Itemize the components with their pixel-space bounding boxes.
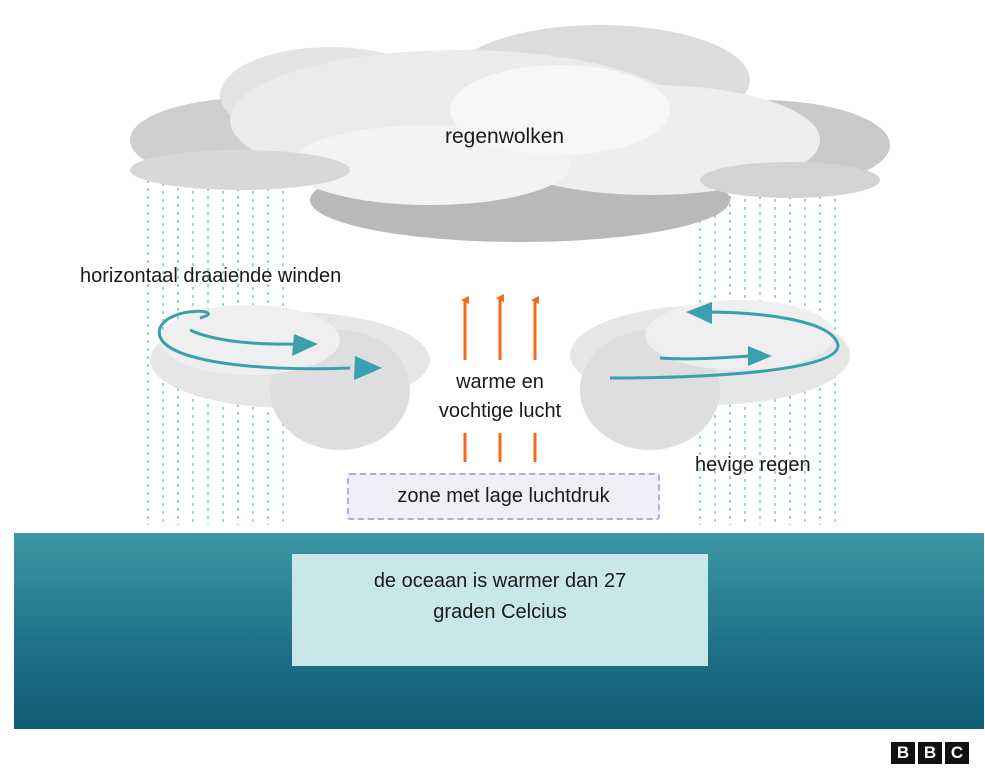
left-wind-cloud: [150, 305, 430, 450]
right-swirl-arrows: [609, 302, 840, 380]
low-pressure-zone: zone met lage luchtdruk: [347, 473, 660, 520]
warm-air-label: warme en vochtige lucht: [400, 368, 600, 426]
rain-right: [699, 175, 836, 525]
bbc-logo-letter: C: [945, 742, 969, 764]
bbc-logo-letter: B: [891, 742, 915, 764]
warm-air-arrows: [461, 294, 539, 462]
ocean-label-line2: graden Celcius: [433, 601, 567, 623]
warm-air-label-line2: vochtige lucht: [438, 400, 562, 422]
bbc-logo-letter: B: [918, 742, 942, 764]
low-pressure-label: zone met lage luchtdruk: [397, 485, 610, 507]
rain-left: [147, 175, 284, 525]
warm-air-label-line1: warme en: [456, 371, 544, 393]
clouds-label: regenwolken: [445, 125, 565, 148]
winds-label: horizontaal draaiende winden: [80, 265, 342, 287]
bbc-logo: B B C: [891, 742, 969, 764]
rain-cloud: [130, 25, 890, 242]
ocean-temperature-box: de oceaan is warmer dan 27 graden Celciu…: [292, 554, 708, 666]
ocean-label-line1: de oceaan is warmer dan 27: [373, 570, 627, 592]
heavy-rain-label: hevige regen: [695, 454, 811, 476]
left-swirl-arrows: [157, 309, 382, 380]
